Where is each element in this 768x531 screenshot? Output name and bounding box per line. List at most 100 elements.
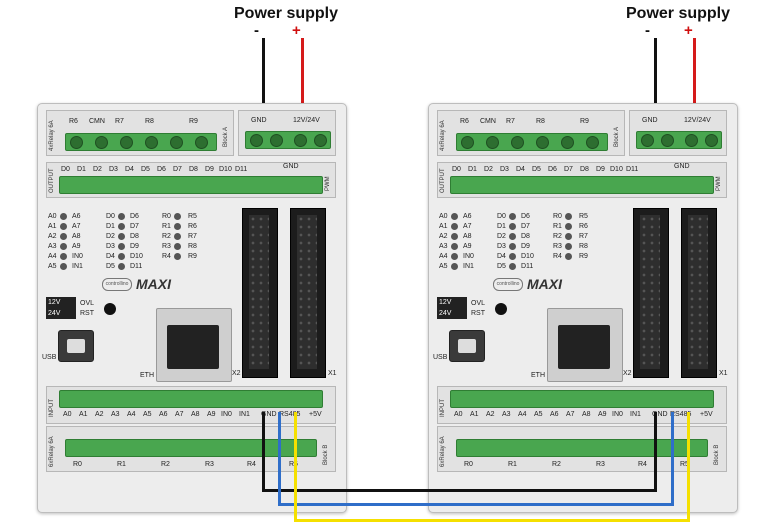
output-label: D6 bbox=[548, 166, 557, 173]
model-logo: MAXI bbox=[527, 276, 562, 292]
relay-label: R9 bbox=[580, 118, 589, 125]
negative-wire-right bbox=[654, 38, 657, 118]
relay-label: R2 bbox=[161, 461, 170, 468]
output-label: D6 bbox=[157, 166, 166, 173]
relay-label: R1 bbox=[117, 461, 126, 468]
switch-label: 24V bbox=[439, 310, 452, 317]
x1-connector[interactable] bbox=[681, 208, 717, 378]
led-label: R2 bbox=[162, 233, 171, 240]
relay-label: R6 bbox=[69, 118, 78, 125]
negative-label-right: - bbox=[645, 22, 650, 39]
relay-label: R4 bbox=[638, 461, 647, 468]
eth-label: ETH bbox=[531, 372, 545, 379]
relay-label: R3 bbox=[596, 461, 605, 468]
led-label: D10 bbox=[521, 253, 534, 260]
eth-label: ETH bbox=[140, 372, 154, 379]
gnd-link-wire-horizontal bbox=[262, 489, 657, 492]
pwm-label: PWM bbox=[716, 176, 722, 191]
output-row: OUTPUT D0 D1 D2 D3 D4 D5 D6 D7 D8 D9 D10… bbox=[437, 162, 727, 198]
block-b-label: Block B bbox=[714, 444, 720, 465]
rs485-b-wire-horizontal bbox=[294, 519, 690, 522]
relay-label: R5 bbox=[680, 461, 689, 468]
controller-right: 4xRelay 6A R6 CMN R7 R8 R9 Block A GND 1… bbox=[428, 103, 738, 513]
gnd-link-wire-left-vertical bbox=[262, 412, 265, 492]
output-label: D0 bbox=[452, 166, 461, 173]
led-label: D8 bbox=[130, 233, 139, 240]
output-label: D4 bbox=[516, 166, 525, 173]
power-terminal-strip bbox=[245, 131, 331, 149]
ethernet-port[interactable] bbox=[156, 308, 232, 382]
x1-connector[interactable] bbox=[290, 208, 326, 378]
led-label: R4 bbox=[162, 253, 171, 260]
positive-wire-right bbox=[693, 38, 696, 118]
usb-port[interactable] bbox=[58, 330, 94, 362]
power-terminal: GND 12V/24V bbox=[629, 110, 727, 156]
relay-block-a: 4xRelay 6A R6 CMN R7 R8 R9 Block A bbox=[437, 110, 625, 156]
led-label: D11 bbox=[521, 263, 534, 270]
led-label: R1 bbox=[162, 223, 171, 230]
output-terminal-strip bbox=[59, 176, 323, 194]
relay-label: R8 bbox=[536, 118, 545, 125]
ethernet-port[interactable] bbox=[547, 308, 623, 382]
relay-terminal-strip-b bbox=[65, 439, 317, 457]
rst-label: RST bbox=[80, 310, 94, 317]
input-label: A0 bbox=[454, 411, 463, 418]
led-label: D7 bbox=[130, 223, 139, 230]
led-label: A9 bbox=[463, 243, 472, 250]
x2-connector[interactable] bbox=[242, 208, 278, 378]
x1-label: X1 bbox=[328, 370, 337, 377]
voltage-switch[interactable]: 12V 24V bbox=[437, 297, 467, 319]
led-label: R0 bbox=[553, 213, 562, 220]
rst-label: RST bbox=[471, 310, 485, 317]
reset-button[interactable] bbox=[104, 303, 116, 315]
output-side-label: OUTPUT bbox=[49, 168, 55, 193]
led-label: A6 bbox=[463, 213, 472, 220]
led-label: A8 bbox=[72, 233, 81, 240]
usb-port[interactable] bbox=[449, 330, 485, 362]
relay-label: R2 bbox=[552, 461, 561, 468]
led-label: R6 bbox=[579, 223, 588, 230]
led-label: A2 bbox=[439, 233, 448, 240]
voltage-switch[interactable]: 12V 24V bbox=[46, 297, 76, 319]
output-row: OUTPUT D0 D1 D2 D3 D4 D5 D6 D7 D8 D9 D10… bbox=[46, 162, 336, 198]
ovl-label: OVL bbox=[471, 300, 486, 307]
input-label: IN1 bbox=[239, 411, 250, 418]
output-label: D3 bbox=[109, 166, 118, 173]
brand-badge: controllino bbox=[493, 278, 523, 291]
led-label: D4 bbox=[497, 253, 506, 260]
led-label: D5 bbox=[106, 263, 115, 270]
output-label: D2 bbox=[484, 166, 493, 173]
power-gnd-label: GND bbox=[642, 117, 658, 124]
model-logo: MAXI bbox=[136, 276, 171, 292]
led-label: A5 bbox=[439, 263, 448, 270]
led-label: A3 bbox=[48, 243, 57, 250]
relay-label: R4 bbox=[247, 461, 256, 468]
led-label: A4 bbox=[48, 253, 57, 260]
usb-label: USB bbox=[42, 354, 57, 361]
relay-label: R8 bbox=[145, 118, 154, 125]
reset-button[interactable] bbox=[495, 303, 507, 315]
power-supply-title-left: Power supply bbox=[234, 5, 339, 22]
input-label: A1 bbox=[470, 411, 479, 418]
relay-label: R1 bbox=[508, 461, 517, 468]
input-label: IN0 bbox=[221, 411, 232, 418]
block-b-label: Block B bbox=[323, 444, 329, 465]
led-label: R5 bbox=[188, 213, 197, 220]
brand-badge: controllino bbox=[102, 278, 132, 291]
led-label: A0 bbox=[439, 213, 448, 220]
output-label: D2 bbox=[93, 166, 102, 173]
relay-block-a-side-label: 4xRelay 6A bbox=[440, 120, 446, 151]
rs485-label: RS485 bbox=[670, 411, 692, 418]
input-label: A2 bbox=[95, 411, 104, 418]
led-label: A1 bbox=[48, 223, 57, 230]
input-label: A1 bbox=[79, 411, 88, 418]
plus5v-label: +5V bbox=[309, 411, 322, 418]
block-a-label: Block A bbox=[223, 126, 229, 147]
led-label: A4 bbox=[439, 253, 448, 260]
power-voltage-label: 12V/24V bbox=[684, 117, 711, 124]
input-label: IN1 bbox=[630, 411, 641, 418]
x2-connector[interactable] bbox=[633, 208, 669, 378]
power-terminal-strip bbox=[636, 131, 722, 149]
led-label: D7 bbox=[521, 223, 530, 230]
led-label: D4 bbox=[106, 253, 115, 260]
